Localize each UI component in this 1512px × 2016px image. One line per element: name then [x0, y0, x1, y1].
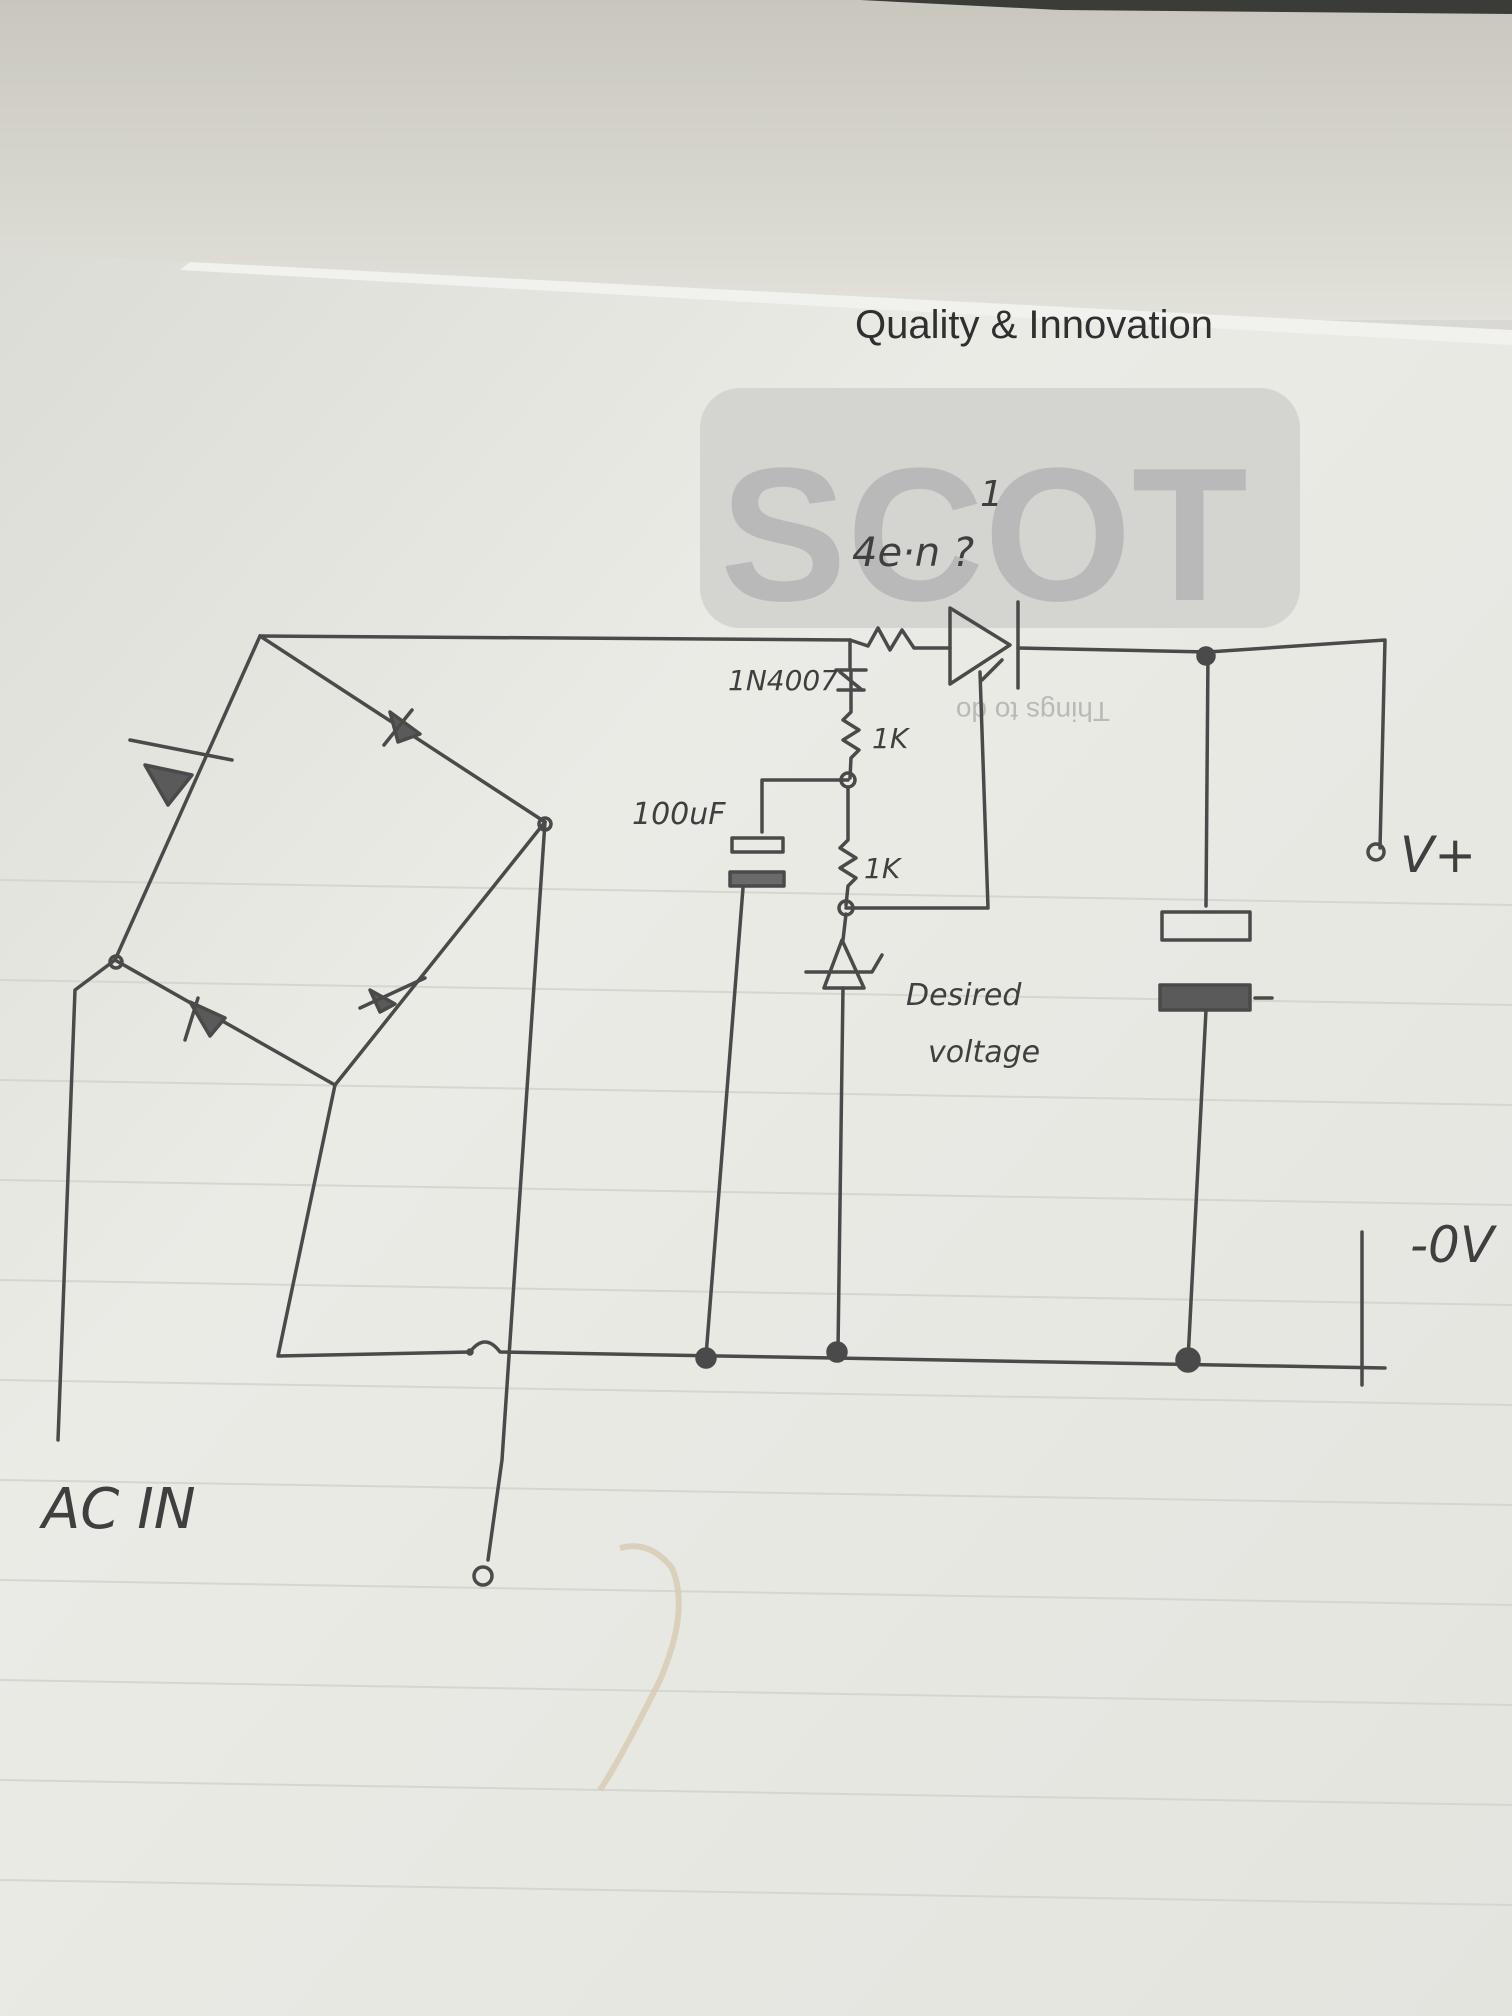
- wire-ac-lead-left: [56, 958, 117, 1442]
- circuit: [56, 600, 1387, 1587]
- wire-bridge-bottom-right: [333, 820, 547, 1087]
- wire-cap-out: [1204, 650, 1210, 908]
- bridge-diode-2: [382, 708, 422, 747]
- paper-fold: [180, 262, 1512, 345]
- header-text: Quality & Innovation: [855, 303, 1213, 347]
- wire-cap-out-down: [1186, 1008, 1208, 1362]
- node-bridge-left: [108, 954, 124, 970]
- node-zener-ground: [826, 1341, 848, 1363]
- wire-zener-feed: [841, 912, 848, 942]
- bridge-diode-1: [128, 738, 234, 807]
- label-zener-line1: Desired: [906, 978, 1022, 1013]
- wire-diode-out: [1016, 638, 1387, 850]
- label-1n4007: 1N4007: [728, 664, 838, 697]
- node-bridge-right: [537, 816, 553, 832]
- cap-out-plate-bottom: [1158, 983, 1252, 1012]
- node-cap-top: [1196, 646, 1216, 666]
- ac-terminal: [472, 1565, 494, 1587]
- wire-cap-ctrl-down: [704, 886, 745, 1358]
- wire-bridge-left: [113, 634, 262, 962]
- watermark-caption: Things to do: [956, 696, 1110, 727]
- paper: [0, 252, 1512, 2016]
- node-ground-1: [466, 1348, 474, 1356]
- zener-bar: [804, 953, 884, 974]
- label-v-plus: V+: [1400, 826, 1476, 884]
- wire-cap-tap: [760, 778, 850, 834]
- label-resistor-2: 1K: [864, 852, 903, 885]
- label-ac-in: AC IN: [39, 1477, 196, 1542]
- cap-ctrl-plate-top: [730, 836, 785, 854]
- node-cap-bottom: [1175, 1347, 1201, 1373]
- wire-top-rail: [258, 634, 852, 642]
- wire-bridge-to-ground: [276, 1083, 472, 1358]
- label-zener-line2: voltage: [928, 1035, 1040, 1070]
- wire-bridge-bottom-left: [113, 958, 337, 1087]
- label-resistor-1: 1K: [872, 722, 911, 755]
- bridge-diode-4: [358, 976, 427, 1014]
- watermark-logo-text: SCOT: [720, 429, 1248, 641]
- resistor-1k-upper: [841, 688, 861, 780]
- top-dark-edge: [860, 0, 1512, 14]
- cap-ctrl-plate-bottom: [728, 870, 786, 888]
- wire-zener-down: [836, 986, 845, 1352]
- node-cap-ctrl-ground: [695, 1347, 717, 1369]
- v-plus-terminal: [1366, 842, 1386, 862]
- resistor-top: [848, 626, 952, 652]
- label-diode-qty: 1: [980, 474, 1003, 515]
- ruled-lines: [0, 879, 1512, 1906]
- wire-ac-lead-right: [486, 820, 547, 1562]
- wire-feedback: [844, 670, 990, 910]
- cap-out-plate-top: [1160, 910, 1252, 942]
- resistor-1k-lower: [838, 786, 858, 907]
- diode-top-bar-tick: [980, 658, 1004, 682]
- label-capacitor: 100uF: [632, 797, 726, 832]
- watermark-logo-box: [700, 388, 1300, 628]
- label-zero-v: -0V: [1410, 1216, 1498, 1274]
- diode-top-body: [948, 606, 1012, 686]
- bridge-diode-3: [183, 996, 227, 1042]
- wire-bottom-rail: [468, 1340, 1387, 1370]
- paper-stain: [597, 1543, 682, 1792]
- label-diode-note: 4e·n ?: [852, 530, 974, 576]
